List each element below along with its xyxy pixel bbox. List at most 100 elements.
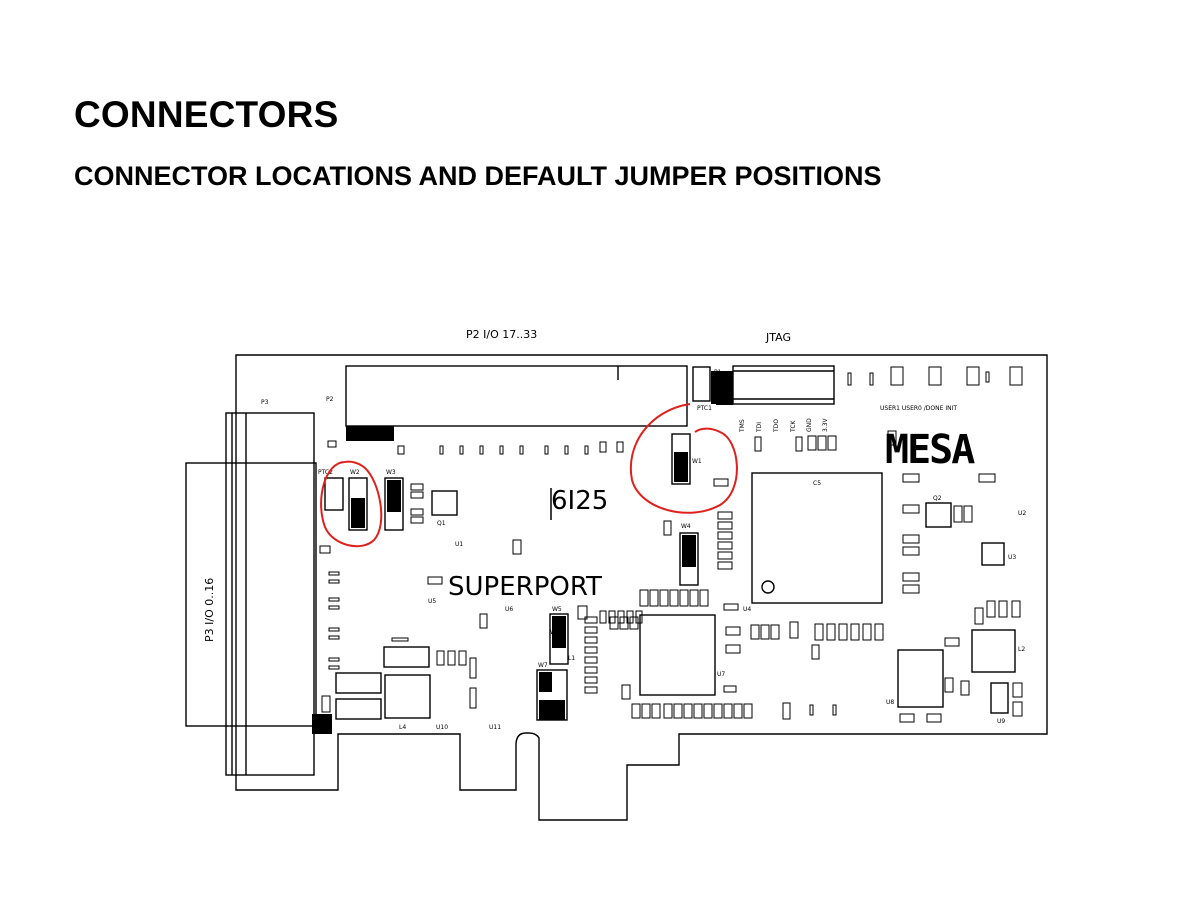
component-pad: [659, 589, 669, 607]
ptc2-label: PTC2: [318, 469, 333, 476]
ptc1-label: PTC1: [697, 405, 712, 412]
component-pad: [599, 441, 607, 453]
jumper-label-w2: W2: [350, 469, 360, 476]
p3-label: P3: [261, 399, 269, 406]
component-pad: [499, 445, 504, 455]
jumper-w3-frame: [384, 477, 404, 531]
p2-header: [345, 365, 688, 427]
jtag-caption: JTAG: [765, 331, 791, 344]
chip-label: U7: [717, 671, 725, 678]
component-pad: [584, 445, 589, 455]
highlight-circle-w1: [629, 403, 738, 514]
component-pad: [850, 623, 860, 641]
inductor-label: L1: [568, 655, 575, 662]
component-pad: [1009, 366, 1023, 386]
jumper-label-w7: W7: [538, 662, 548, 669]
chip-label: U10: [436, 724, 448, 731]
component-pad: [519, 445, 524, 455]
component-pad: [321, 695, 331, 713]
jumper-w1-shunt: [674, 452, 688, 482]
jtag-pin-label: GND: [806, 418, 813, 432]
inductor-label: L4: [399, 724, 406, 731]
jumper-w4-shunt: [682, 535, 696, 567]
highlight-circle-w2: [320, 460, 383, 548]
mesa-logo-text: MESA: [885, 427, 975, 473]
p1-label: P1: [714, 369, 722, 376]
component-pad: [809, 704, 814, 716]
component-pad: [717, 551, 733, 560]
component-pad: [673, 703, 683, 719]
component-pad: [544, 445, 549, 455]
component-pad: [639, 589, 649, 607]
component-pad: [410, 508, 424, 516]
component-pad: [789, 621, 799, 639]
page-subtitle: CONNECTOR LOCATIONS AND DEFAULT JUMPER P…: [74, 161, 882, 191]
component-pad: [782, 702, 791, 720]
component-pad: [619, 616, 629, 630]
component-pad: [847, 372, 852, 386]
component-pad: [410, 516, 424, 524]
component-pad: [328, 635, 340, 640]
jumper-w3-shunt: [387, 480, 401, 512]
p3-caption: P3 I/O 0..16: [203, 578, 216, 642]
jumper-label-w4: W4: [681, 523, 691, 530]
p2-caption: P2 I/O 17..33: [466, 328, 537, 341]
component-pad: [439, 445, 444, 455]
component-pad: [733, 703, 743, 719]
component-pad: [713, 478, 729, 487]
component-pad: [327, 440, 337, 448]
jtag-pin-label: TMS: [739, 419, 746, 433]
jumper-w1-frame: [671, 433, 691, 485]
component-pad: [754, 436, 762, 452]
component-pad: [689, 589, 699, 607]
component-pad: [902, 584, 920, 594]
component-pad: [902, 546, 920, 556]
component-pad: [717, 531, 733, 540]
component-pad: [717, 541, 733, 550]
component-pad: [458, 650, 467, 666]
component-pad: [944, 677, 954, 693]
chip-label: U8: [886, 699, 894, 706]
component-pad: [817, 435, 827, 451]
component-pad: [874, 623, 884, 641]
component-pad: [328, 597, 340, 602]
component-pad: [944, 637, 960, 647]
chip-label: U3: [1008, 554, 1016, 561]
p2-label: P2: [326, 396, 334, 403]
component-pad: [1011, 600, 1021, 618]
component-pad: [564, 445, 569, 455]
component-pad: [397, 445, 405, 455]
component-pad: [669, 589, 679, 607]
component-pad: [328, 605, 340, 610]
component-pad: [328, 665, 340, 670]
component-pad: [966, 366, 980, 386]
highlight-group: [320, 403, 738, 548]
component-pad: [410, 483, 424, 491]
component-pad: [683, 703, 693, 719]
component-pad: [750, 624, 760, 640]
component-pad: [713, 703, 723, 719]
component-pad: [902, 534, 920, 544]
component-pad: [584, 676, 598, 684]
component-pad: [1012, 682, 1023, 698]
component-pad: [693, 703, 703, 719]
jumper-w7-shunt-a: [539, 672, 552, 692]
component-pad: [459, 445, 464, 455]
jumper-w7-shunt-b: [552, 700, 565, 720]
jumper-label-w5: W5: [552, 606, 562, 613]
component-pad: [512, 539, 522, 555]
jumper-w4-frame: [679, 532, 699, 586]
component-pad: [902, 572, 920, 582]
pcb-outline: [235, 354, 1048, 821]
brand-text: SUPERPORT: [448, 572, 602, 602]
chip-label: U4: [743, 606, 751, 613]
component-pad: [827, 435, 837, 451]
component-pad: [717, 511, 733, 520]
component-pad: [978, 473, 996, 483]
jumper-w5-frame: [549, 613, 569, 665]
component-pad: [998, 600, 1008, 618]
part-number: 6I25: [551, 486, 608, 516]
component-pad: [953, 505, 963, 523]
component-pad: [723, 685, 737, 693]
